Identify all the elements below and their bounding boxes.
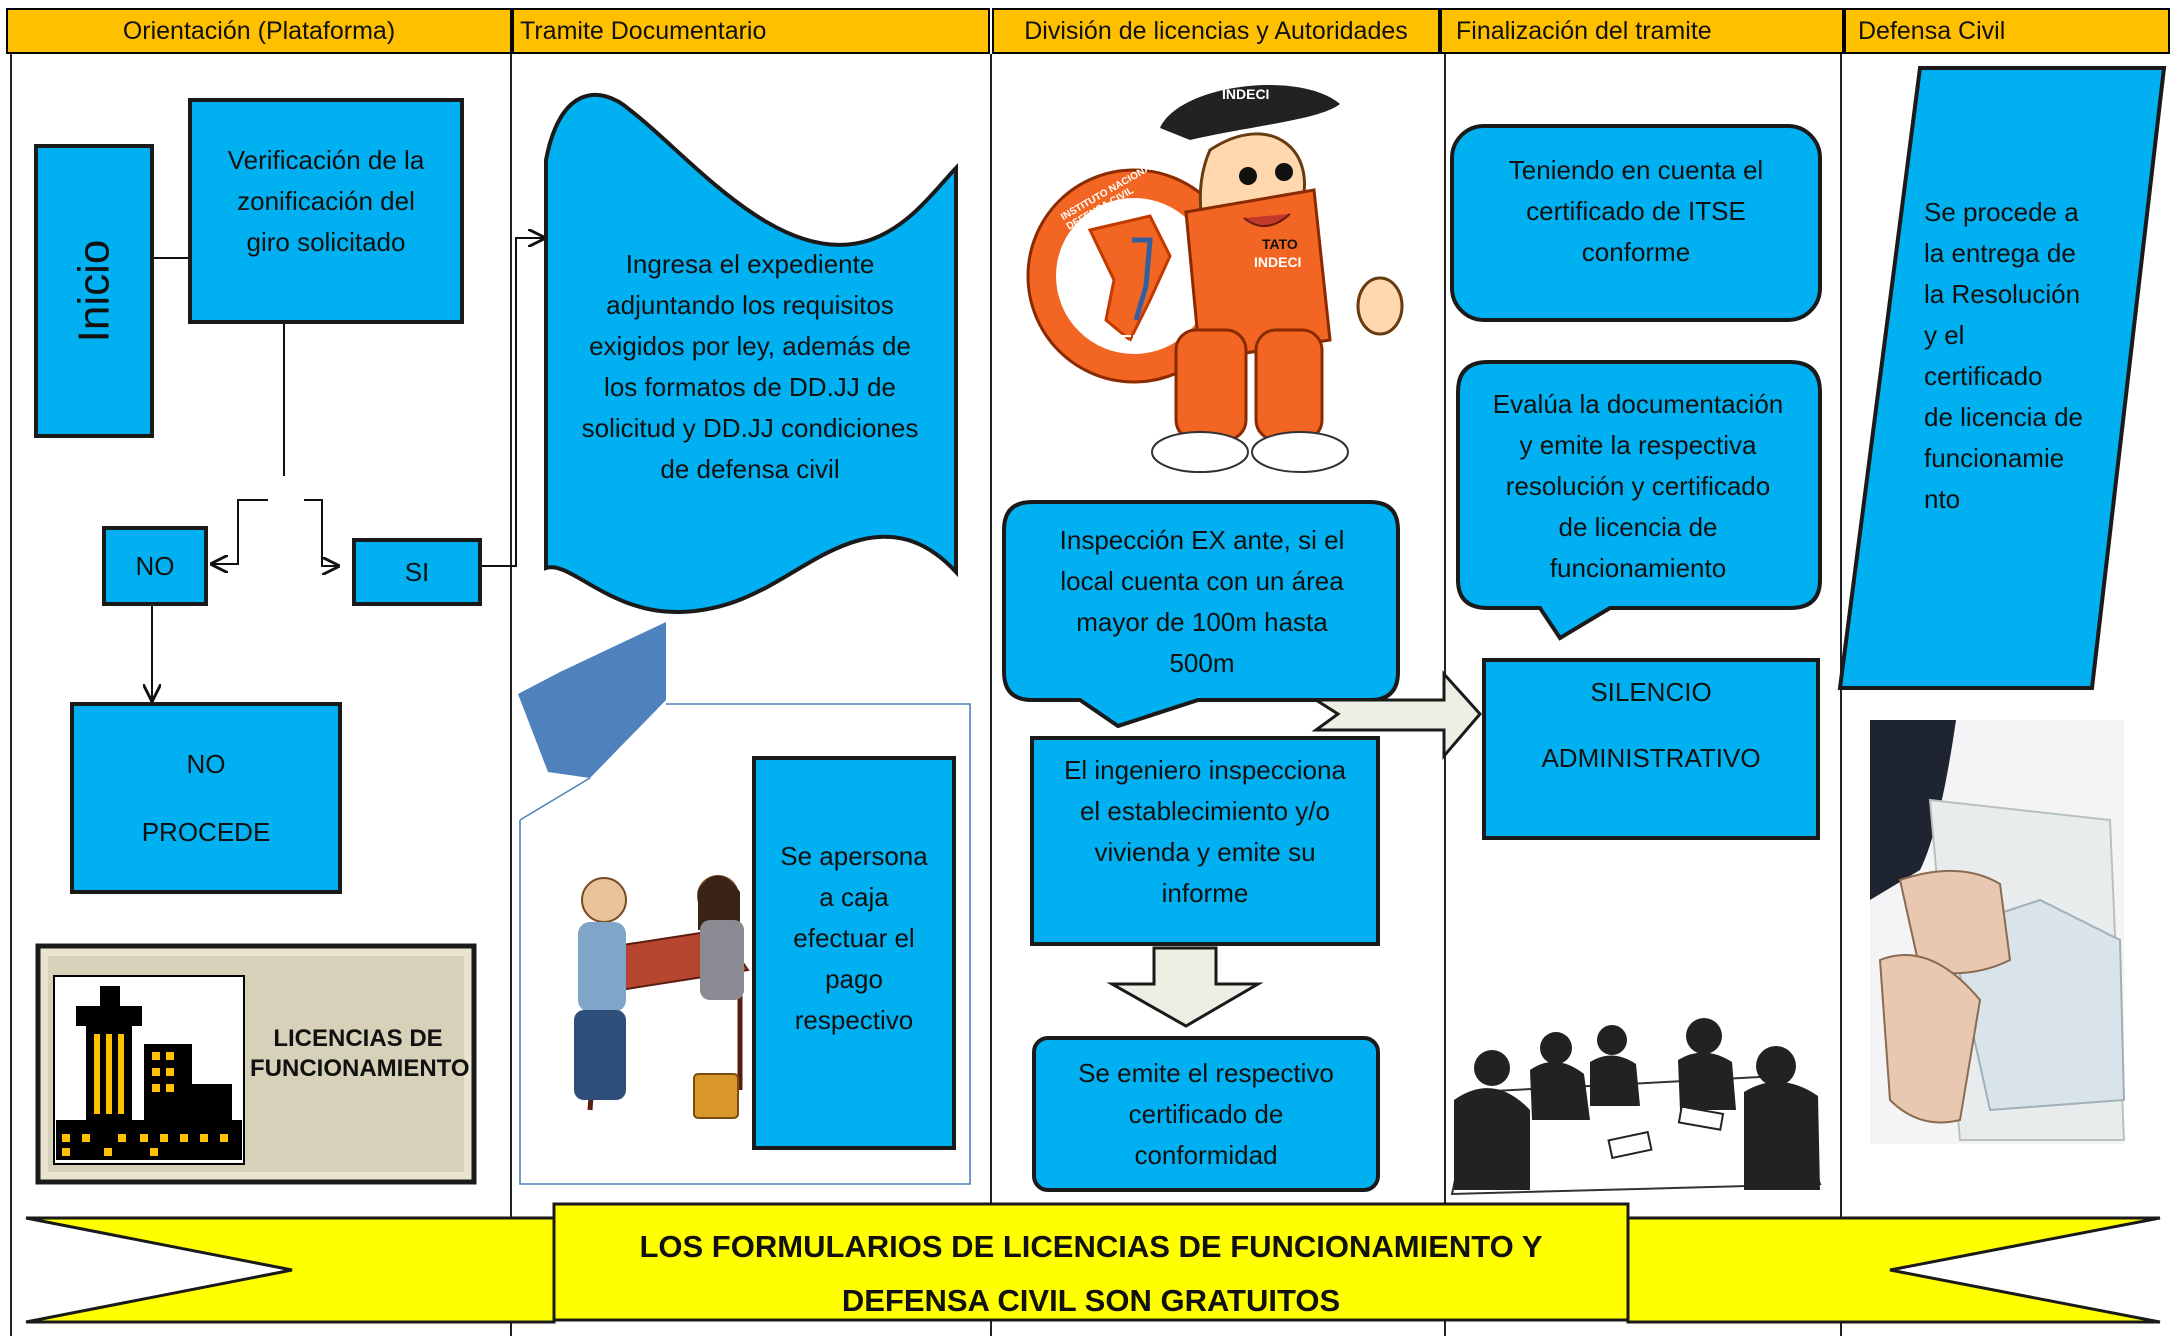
document-shape (544, 92, 958, 615)
inicio-box: Inicio (34, 144, 154, 438)
lane-header-orientacion: Orientación (Plataforma) (6, 8, 512, 54)
si-box: SI (352, 538, 482, 606)
verificacion-text: Verificación de la zonificación del giro… (227, 145, 425, 257)
lane-divider (10, 54, 12, 1336)
banner-center (552, 1202, 1630, 1322)
business-meeting-illustration (1450, 1018, 1822, 1196)
mascot-illustration (1026, 85, 1404, 473)
callout-shape (1002, 500, 1400, 729)
certificado-text: Se emite el respectivo certificado de co… (1078, 1057, 1334, 1170)
entrega-text: Se procede a la entrega de la Resolución… (1924, 197, 2083, 514)
block-arrow-down (1106, 946, 1264, 1028)
banner-ribbon (25, 1216, 556, 1324)
no-procede-box: NO PROCEDE (70, 702, 342, 894)
lane-divider (1840, 54, 1842, 1336)
no-procede-text: NO PROCEDE (141, 749, 271, 847)
lane-header-division: División de licencias y Autoridades (992, 8, 1440, 54)
licencias-logo-text: LICENCIAS DE FUNCIONAMIENTO (250, 1025, 470, 1082)
connector-arrow-no (212, 499, 268, 564)
thin-frame (519, 703, 971, 1185)
document-photo (1870, 720, 2126, 1144)
lane-header-finalizacion: Finalización del tramite (1440, 8, 1844, 54)
no-label: NO (135, 550, 175, 581)
callout-shape (1456, 360, 1822, 641)
evalua-text: Evalúa la documentación y emite la respe… (1492, 389, 1784, 583)
banner-text: LOS FORMULARIOS DE LICENCIAS DE FUNCIONA… (639, 1229, 1543, 1318)
banner-ribbon (1626, 1216, 2161, 1324)
ingeniero-box: El ingeniero inspecciona el establecimie… (1030, 736, 1380, 946)
teniendo-text: Teniendo en cuenta el certificado de ITS… (1508, 155, 1764, 267)
licencias-logo (35, 943, 477, 1185)
inspeccion-text: Inspección EX ante, si el local cuenta c… (1059, 525, 1345, 678)
mascot-vest-brand: INDECI (1254, 254, 1302, 270)
mascot-badge-label: PERÚ (1108, 332, 1159, 352)
lane-divider (990, 54, 992, 1336)
ingresa-text: Ingresa el expediente adjuntando los req… (581, 249, 919, 484)
caja-box: Se apersona a caja efectuar el pago resp… (752, 756, 956, 1150)
si-label: SI (404, 556, 430, 587)
mascot-vest-name: TATO (1262, 236, 1298, 252)
lane-header-tramite: Tramite Documentario (512, 8, 990, 54)
verificacion-box: Verificación de la zonificación del giro… (188, 98, 464, 324)
inicio-label: Inicio (69, 239, 118, 343)
no-box: NO (102, 526, 208, 606)
caja-text: Se apersona a caja efectuar el pago resp… (780, 841, 928, 1035)
block-arrow-right (1310, 670, 1482, 761)
blue-arrow-shape (518, 622, 666, 778)
parallelogram-shape (1837, 66, 2167, 690)
connector-arrow-si (304, 499, 338, 566)
lane-divider (510, 54, 512, 1336)
silencio-text: SILENCIO ADMINISTRATIVO (1541, 677, 1761, 773)
mascot-cap-label: INDECI (1222, 86, 1270, 102)
silencio-box: SILENCIO ADMINISTRATIVO (1482, 658, 1820, 840)
teniendo-box: Teniendo en cuenta el certificado de ITS… (1450, 124, 1822, 322)
certificado-box: Se emite el respectivo certificado de co… (1032, 1036, 1380, 1192)
meeting-illustration (574, 875, 750, 1119)
ingeniero-text: El ingeniero inspecciona el establecimie… (1064, 755, 1346, 908)
lane-header-defensa: Defensa Civil (1844, 8, 2170, 54)
connector-arrow-ingresa (482, 238, 544, 567)
